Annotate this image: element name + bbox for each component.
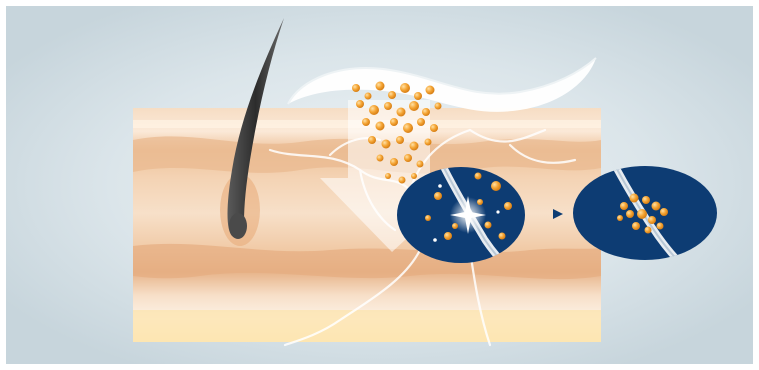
subcutaneous-layer	[133, 310, 601, 342]
